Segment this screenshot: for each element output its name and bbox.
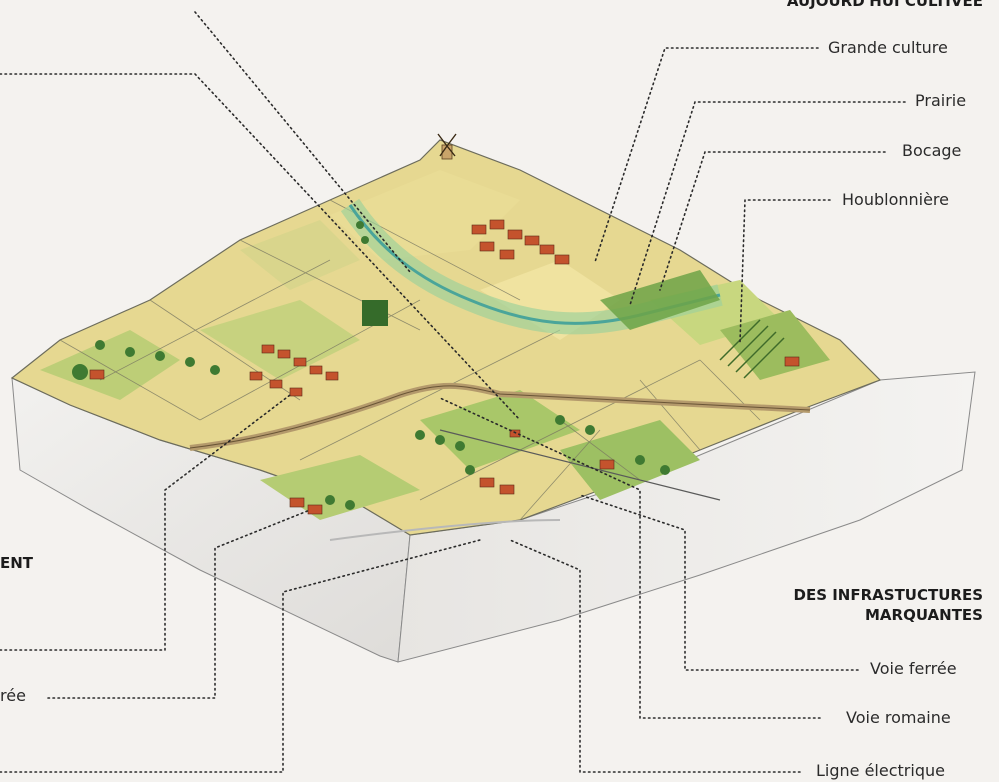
heading-left-partial: ENT bbox=[0, 554, 34, 572]
meadow-houblon bbox=[600, 270, 785, 379]
heading-infra-line-1: DES INFRASTUCTURES bbox=[793, 586, 984, 604]
label-ligne-electrique: Ligne électrique bbox=[816, 761, 945, 780]
leader-grande-culture bbox=[594, 47, 819, 263]
label-left-partial: rée bbox=[0, 686, 26, 705]
leader-top-left-2 bbox=[0, 73, 521, 421]
label-bocage: Bocage bbox=[902, 141, 962, 160]
label-voie-ferree: Voie ferrée bbox=[870, 659, 957, 678]
hedgerows bbox=[72, 221, 670, 510]
label-voie-romaine: Voie romaine bbox=[846, 708, 951, 727]
leader-left-ent bbox=[0, 394, 291, 651]
leader-ligne-electrique bbox=[509, 539, 801, 773]
roads bbox=[189, 382, 811, 541]
leader-bocage bbox=[659, 151, 886, 291]
heading-today-cultivated: AUJOURD'HUI CULTIVÉE bbox=[786, 0, 983, 10]
leader-voie-ferree bbox=[579, 494, 859, 671]
leader-voie-romaine bbox=[439, 397, 821, 719]
leader-left-bottom bbox=[0, 539, 481, 773]
label-grande-culture: Grande culture bbox=[828, 38, 948, 57]
village-cluster bbox=[89, 219, 800, 515]
leader-top-left-1 bbox=[194, 11, 411, 273]
leader-houblonniere bbox=[739, 199, 831, 343]
leader-prairie bbox=[629, 101, 906, 306]
windmill-icon bbox=[437, 133, 457, 160]
leader-lines bbox=[0, 11, 906, 773]
leader-left-ferree bbox=[47, 509, 311, 699]
label-prairie: Prairie bbox=[915, 91, 967, 110]
heading-infrastructures: DES INFRASTUCTURES MARQUANTES bbox=[700, 585, 984, 625]
label-houblonniere: Houblonnière bbox=[842, 190, 949, 209]
heading-infra-line-2: MARQUANTES bbox=[864, 606, 983, 624]
